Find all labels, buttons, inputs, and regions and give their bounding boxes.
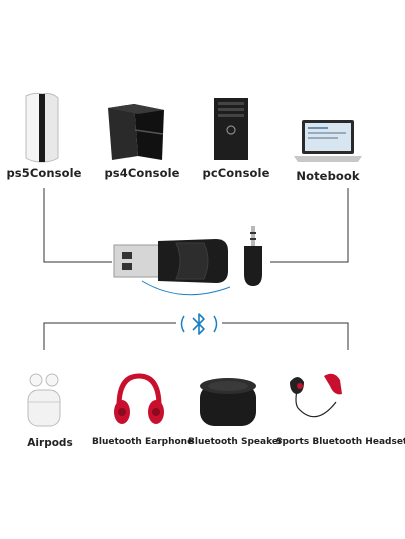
earbuds-case-icon (22, 372, 68, 432)
device-label: ps4Console (104, 166, 180, 180)
pc-tower-icon (212, 96, 252, 162)
device-label: Bluetooth Speaker (188, 437, 283, 447)
device-label: pcConsole (202, 166, 270, 180)
mic-jack-icon (238, 224, 268, 288)
device-label: Airpods (27, 437, 73, 449)
device-label: Bluetooth Earphone (92, 437, 194, 447)
sports-headset-icon (286, 372, 350, 432)
device-label: ps5Console (6, 166, 82, 180)
bluetooth-icon (176, 310, 222, 338)
device-label: Notebook (296, 169, 360, 183)
device-label: Sports Bluetooth Headset (276, 437, 405, 447)
usb-bluetooth-adapter-icon (112, 235, 238, 305)
ps4-console-icon (104, 104, 168, 162)
speaker-icon (196, 374, 260, 430)
laptop-icon (292, 118, 364, 164)
headphones-icon (112, 372, 166, 428)
ps5-console-icon (22, 92, 62, 164)
